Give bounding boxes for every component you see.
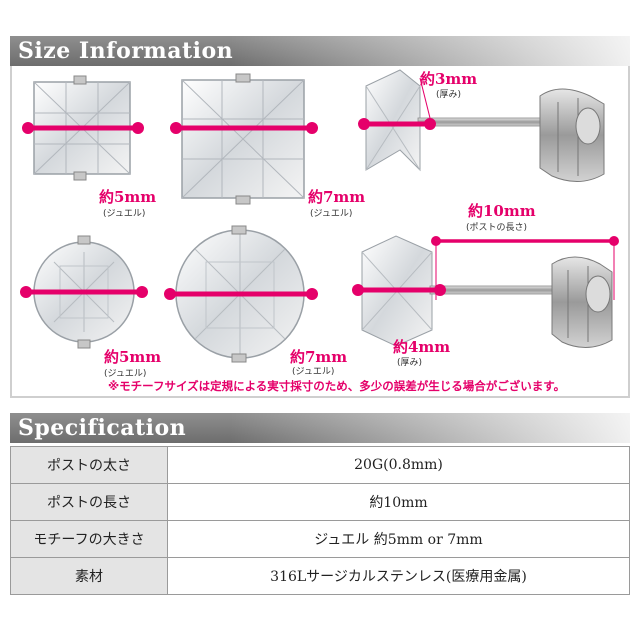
spec-value: 20G(0.8mm) (167, 446, 630, 484)
size-information-header: Size Information (10, 36, 630, 66)
measure-bar-sq5 (22, 122, 144, 134)
label-sq7: 約7mm (308, 188, 366, 206)
sublabel-sq5: (ジュエル) (103, 209, 146, 219)
earring-illustrations (20, 69, 619, 363)
specification-table: ポストの太さ 20G(0.8mm) ポストの長さ 約10mm モチーフの大きさ … (10, 446, 630, 595)
label-thick4: 約4mm (393, 338, 451, 356)
specification-title: Specification (18, 415, 187, 441)
table-row: モチーフの大きさ ジュエル 約5mm or 7mm (10, 520, 630, 558)
measure-bar-rd5 (20, 286, 148, 298)
label-sq5: 約5mm (99, 188, 157, 206)
measure-bar-3mm (358, 77, 436, 130)
spec-key: ポストの太さ (10, 446, 168, 484)
header-fade (230, 36, 630, 66)
spec-value: 約10mm (167, 483, 630, 521)
sublabel-thick4: (厚み) (397, 358, 423, 368)
label-rd5: 約5mm (104, 348, 162, 366)
sublabel-post10: (ポストの長さ) (466, 223, 528, 233)
square-jewel-7mm (181, 73, 305, 205)
label-rd7: 約7mm (290, 348, 348, 366)
table-row: ポストの太さ 20G(0.8mm) (10, 446, 630, 484)
label-thick3: 約3mm (420, 70, 478, 88)
header-fade (230, 413, 630, 443)
measure-bar-rd7 (164, 288, 318, 300)
sublabel-sq7: (ジュエル) (310, 209, 353, 219)
size-information-title: Size Information (18, 38, 234, 64)
sublabel-rd5: (ジュエル) (104, 369, 147, 379)
table-row: 素材 316Lサージカルステンレス(医療用金属) (10, 557, 630, 595)
label-post10: 約10mm (468, 202, 536, 220)
table-row: ポストの長さ 約10mm (10, 483, 630, 521)
side-view-3mm (365, 69, 605, 182)
sublabel-thick3: (厚み) (436, 90, 462, 100)
spec-value: 316Lサージカルステンレス(医療用金属) (167, 557, 630, 595)
spec-key: 素材 (10, 557, 168, 595)
measure-bar-sq7 (170, 122, 318, 134)
measure-bar-4mm (352, 284, 446, 296)
spec-key: ポストの長さ (10, 483, 168, 521)
spec-value: ジュエル 約5mm or 7mm (167, 520, 630, 558)
measure-bar-post-10mm (431, 236, 619, 300)
size-information-panel (10, 66, 630, 398)
sublabel-rd7: (ジュエル) (292, 367, 335, 377)
spec-key: モチーフの大きさ (10, 520, 168, 558)
specification-header: Specification (10, 413, 630, 443)
measurement-note: ※モチーフサイズは定規による実寸採寸のため、多少の誤差が生じる場合がございます。 (108, 379, 566, 393)
